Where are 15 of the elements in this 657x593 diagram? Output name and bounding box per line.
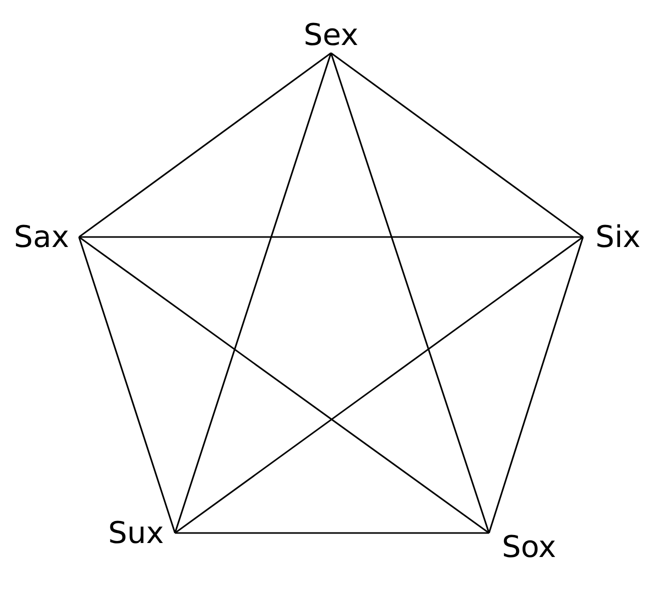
connecting-line	[174, 52, 332, 534]
connecting-line	[78, 52, 332, 238]
vertex-label: Sex	[292, 18, 370, 53]
vertex-label: Sax	[4, 218, 79, 256]
connecting-line	[78, 236, 490, 534]
connecting-line	[330, 52, 584, 238]
connecting-line	[330, 52, 490, 534]
connecting-line	[488, 236, 584, 534]
connecting-line	[79, 236, 583, 238]
connecting-line	[175, 532, 489, 534]
connecting-line	[78, 236, 176, 534]
vertex-label: Six	[583, 218, 653, 256]
connecting-line	[174, 236, 584, 534]
vertex-label: Sox	[489, 528, 569, 566]
vertex-label: Sux	[97, 514, 175, 552]
